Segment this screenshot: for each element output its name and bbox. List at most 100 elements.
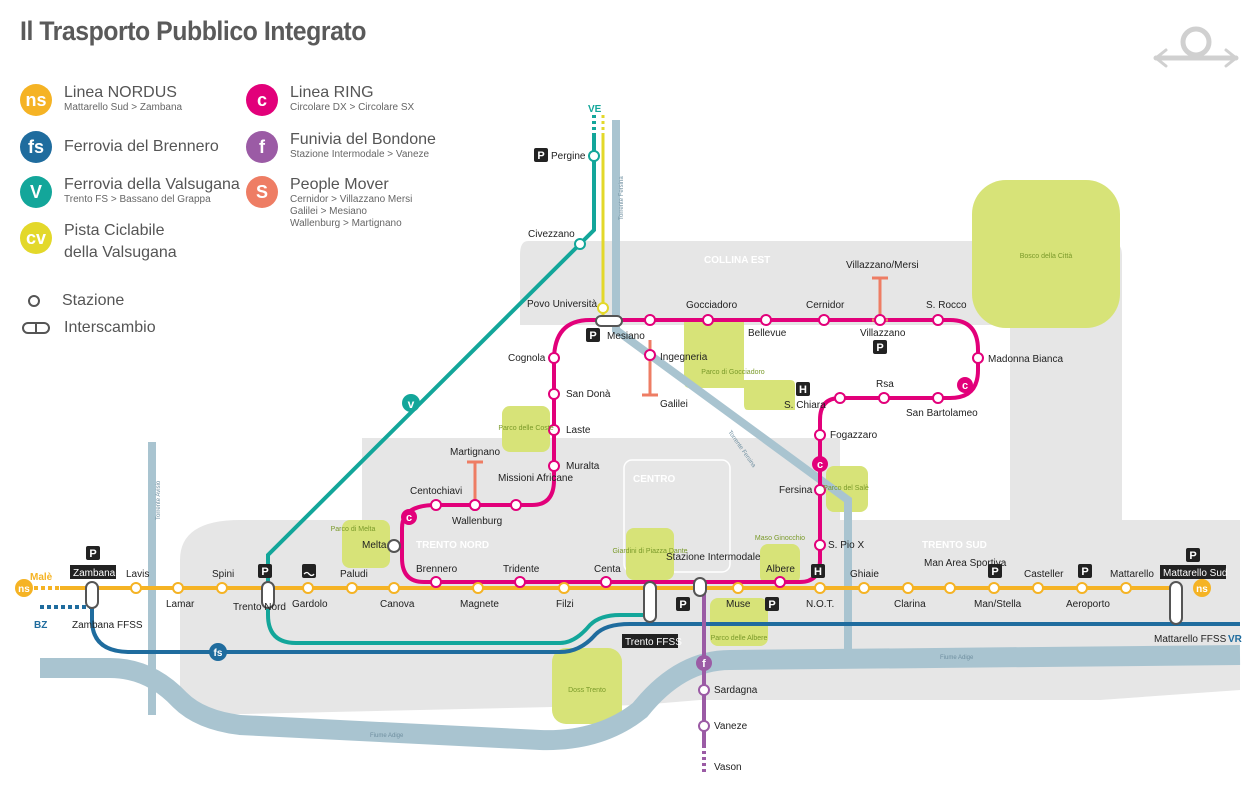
label-trento-nord: Trento Nord [233, 602, 286, 613]
label-mesiano: Mesiano [607, 331, 645, 342]
st-bellevue[interactable] [760, 314, 772, 326]
st-magnete[interactable] [472, 582, 484, 594]
st-cognola[interactable] [548, 352, 560, 364]
funivia-badge-icon: f [246, 131, 278, 163]
st-sardagna[interactable] [698, 684, 710, 696]
parking-icon: P [86, 546, 100, 560]
ic-melta[interactable] [387, 539, 401, 553]
label-mattarello-sud: Mattarello Sud [1163, 568, 1227, 579]
st-civezzano[interactable] [574, 238, 586, 250]
label-mattarello-ffss: Mattarello FFSS [1154, 634, 1227, 645]
st-filzi[interactable] [558, 582, 570, 594]
st-san-bartolameo[interactable] [932, 392, 944, 404]
st-brennero[interactable] [430, 576, 442, 588]
st-missioni[interactable] [510, 499, 522, 511]
label-doss: Doss Trento [568, 687, 606, 694]
st-cernidor[interactable] [818, 314, 830, 326]
river-fersina-upper [612, 120, 852, 650]
st-mesiano[interactable] [644, 314, 656, 326]
st-s-pio[interactable] [814, 539, 826, 551]
ic-intermodale[interactable] [693, 577, 707, 597]
legend-ciclabile-text: Pista Ciclabile della Valsugana [64, 222, 177, 262]
st-man[interactable] [944, 582, 956, 594]
st-san-dona[interactable] [548, 388, 560, 400]
legend-nordus-desc: Mattarello Sud > Zambana [64, 102, 183, 113]
legend-people-mover-desc3: Wallenburg > Martignano [290, 218, 402, 229]
park-gocciadoro [684, 322, 795, 410]
st-rsa[interactable] [878, 392, 890, 404]
st-lamar[interactable] [172, 582, 184, 594]
st-s-rocco[interactable] [932, 314, 944, 326]
parking-icon: P [676, 597, 690, 611]
badge-fs-map [209, 643, 227, 661]
st-man-stella[interactable] [988, 582, 1000, 594]
st-canova[interactable] [388, 582, 400, 594]
label-martignano: Martignano [450, 447, 500, 458]
label-brennero: Brennero [416, 564, 458, 575]
st-not[interactable] [814, 582, 826, 594]
st-centochiavi[interactable] [430, 499, 442, 511]
ic-povo[interactable] [595, 315, 623, 327]
st-vaneze[interactable] [698, 720, 710, 732]
st-ghiaie[interactable] [858, 582, 870, 594]
svg-text:P: P [89, 548, 96, 560]
legend-ciclabile-name: Pista Ciclabile [64, 222, 165, 239]
st-casteller[interactable] [1032, 582, 1044, 594]
river-adige [40, 645, 1241, 751]
ic-trento-nord[interactable] [261, 581, 275, 609]
fs-line [90, 604, 1240, 654]
st-pergine[interactable] [588, 150, 600, 162]
park-bosco [972, 180, 1120, 328]
st-muse[interactable] [732, 582, 744, 594]
ic-trento-ffss[interactable] [643, 581, 657, 623]
st-s-chiara[interactable] [834, 392, 846, 404]
st-villazzano[interactable] [874, 314, 886, 326]
st-ingegneria[interactable] [644, 349, 656, 361]
badge-ring-2 [957, 377, 973, 393]
label-san-dona: San Donà [566, 389, 611, 400]
st-mattarello[interactable] [1120, 582, 1132, 594]
label-trento-sud: TRENTO SUD [922, 540, 987, 551]
interchange-icon [22, 322, 50, 334]
label-galilei: Galilei [660, 399, 688, 410]
parking-icon: P [1186, 548, 1200, 562]
st-albere[interactable] [774, 576, 786, 588]
label-pergine: Pergine [551, 151, 586, 162]
terminus-ve: VE [588, 104, 602, 115]
label-villazzano: Villazzano [860, 328, 906, 339]
st-spini[interactable] [216, 582, 228, 594]
label-avisio: Torrente Avisio [156, 480, 162, 520]
st-wallenburg[interactable] [469, 499, 481, 511]
label-man: Man Area Sportiva [924, 558, 1007, 569]
st-aeroporto[interactable] [1076, 582, 1088, 594]
st-gardolo[interactable] [302, 582, 314, 594]
st-lavis[interactable] [130, 582, 142, 594]
st-tridente[interactable] [514, 576, 526, 588]
map-badges: v fs ns ns c c c f [15, 377, 1211, 671]
st-madonna-bianca[interactable] [972, 352, 984, 364]
badge-valsugana-map [402, 394, 420, 412]
parking-icon: P [873, 340, 887, 354]
ic-zambana[interactable] [85, 581, 99, 609]
people-movers [467, 276, 888, 505]
ring-badge-icon: c [246, 84, 278, 116]
label-fersina: Fersina [779, 485, 813, 496]
terminus-male: Malè [30, 572, 53, 583]
st-clarina[interactable] [902, 582, 914, 594]
badge-ring-3 [812, 456, 828, 472]
st-laste[interactable] [548, 424, 560, 436]
label-cernidor: Cernidor [806, 300, 845, 311]
area-centro-box [623, 459, 731, 573]
st-povo[interactable] [597, 302, 609, 314]
st-gocciadoro[interactable] [702, 314, 714, 326]
st-muralta[interactable] [548, 460, 560, 472]
area-labels: COLLINA EST CENTRO TRENTO NORD TRENTO SU… [416, 255, 987, 551]
legend-valsugana-text: Ferrovia della Valsugana Trento FS > Bas… [64, 176, 240, 206]
st-fogazzaro[interactable] [814, 429, 826, 441]
svg-text:H: H [814, 566, 822, 578]
legend-ring-desc: Circolare DX > Circolare SX [290, 102, 415, 113]
st-fersina[interactable] [814, 484, 826, 496]
ic-mattarello-sud[interactable] [1169, 581, 1183, 625]
st-paludi[interactable] [346, 582, 358, 594]
st-centa[interactable] [600, 576, 612, 588]
